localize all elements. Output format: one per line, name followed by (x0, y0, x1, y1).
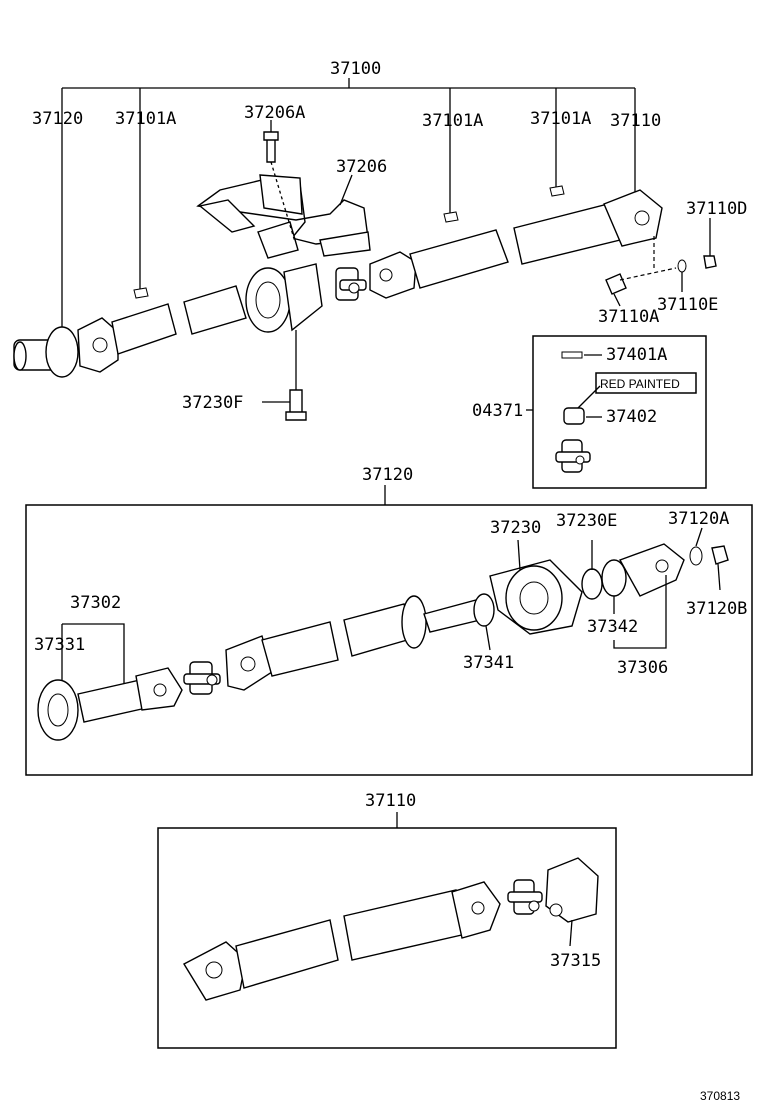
flange-yoke-37306 (618, 543, 685, 597)
label-37306: 37306 (617, 658, 668, 678)
label-37101A-3: 37101A (530, 109, 591, 129)
bolt-37110A (605, 273, 627, 295)
nut-37120B (711, 545, 729, 565)
bearing-cup-37402 (563, 407, 585, 425)
label-37315: 37315 (550, 951, 601, 971)
label-37110-top: 37110 (610, 111, 661, 131)
label-37100: 37100 (330, 59, 381, 79)
snap-ring-37401A (561, 351, 583, 359)
tube-37110-section-2 (343, 889, 467, 961)
center-support-bracket (196, 174, 371, 259)
label-37110D: 37110D (686, 199, 747, 219)
label-37206A: 37206A (244, 103, 305, 123)
rear-tube-section-1 (409, 229, 509, 289)
label-37120B: 37120B (686, 599, 747, 619)
bolt-37230F (285, 330, 307, 421)
front-dust-boot (45, 326, 79, 378)
rear-fasteners (605, 236, 717, 295)
label-37230: 37230 (490, 518, 541, 538)
label-37120A: 37120A (668, 509, 729, 529)
nut-37110D (703, 255, 717, 269)
splined-stub (423, 599, 481, 633)
section-37120-box (25, 504, 753, 776)
front-propeller-shaft (13, 263, 323, 378)
label-37230E: 37230E (556, 511, 617, 531)
label-37302: 37302 (70, 593, 121, 613)
universal-joint-spider-top (335, 267, 367, 301)
rear-tube-section-2 (513, 203, 621, 265)
rear-propeller-shaft (369, 189, 663, 299)
front-tube-section-1 (111, 303, 177, 355)
label-37120-top: 37120 (32, 109, 83, 129)
rear-front-yoke (369, 251, 417, 299)
label-37101A-2: 37101A (422, 111, 483, 131)
assembly-bracket-lines (61, 78, 636, 330)
label-37401A: 37401A (606, 345, 667, 365)
washer-37120A (689, 546, 703, 566)
label-37402: 37402 (606, 407, 657, 427)
section-37110-box (157, 827, 617, 1049)
rear-flange-yoke (603, 189, 663, 247)
seal-37341 (473, 593, 495, 627)
part-labels: 37100 37120 37101A 37206A 37206 37101A 3… (32, 59, 747, 1103)
label-37342: 37342 (587, 617, 638, 637)
spider-kit (555, 439, 591, 473)
tube-37120-section-1 (261, 621, 339, 677)
label-37206: 37206 (336, 157, 387, 177)
top-assembly (13, 78, 717, 421)
label-37110A: 37110A (598, 307, 659, 327)
dust-deflector-37230E (581, 568, 603, 600)
label-37341: 37341 (463, 653, 514, 673)
label-section-37110: 37110 (365, 791, 416, 811)
label-37110E: 37110E (657, 295, 718, 315)
washer-37110E (677, 259, 687, 273)
label-04371: 04371 (472, 401, 523, 421)
red-painted-box (595, 372, 697, 394)
section-37120 (25, 485, 753, 776)
spider-37110 (507, 879, 543, 915)
spider-37120 (183, 661, 221, 695)
label-37230F: 37230F (182, 393, 243, 413)
center-yoke (283, 263, 323, 332)
sleeve-yoke-37302 (77, 679, 147, 723)
front-tube-section-2 (183, 285, 247, 335)
tube-37110-section-1 (235, 919, 339, 989)
bolt-37206A (263, 131, 296, 243)
label-37101A-1: 37101A (115, 109, 176, 129)
section-37110 (157, 812, 617, 1049)
kit-box-04371 (526, 335, 707, 489)
label-37331: 37331 (34, 635, 85, 655)
diagram-id: 370813 (700, 1089, 740, 1103)
center-bearing-37230 (489, 559, 583, 635)
label-red-painted: RED PAINTED (600, 377, 680, 391)
label-section-37120: 37120 (362, 465, 413, 485)
